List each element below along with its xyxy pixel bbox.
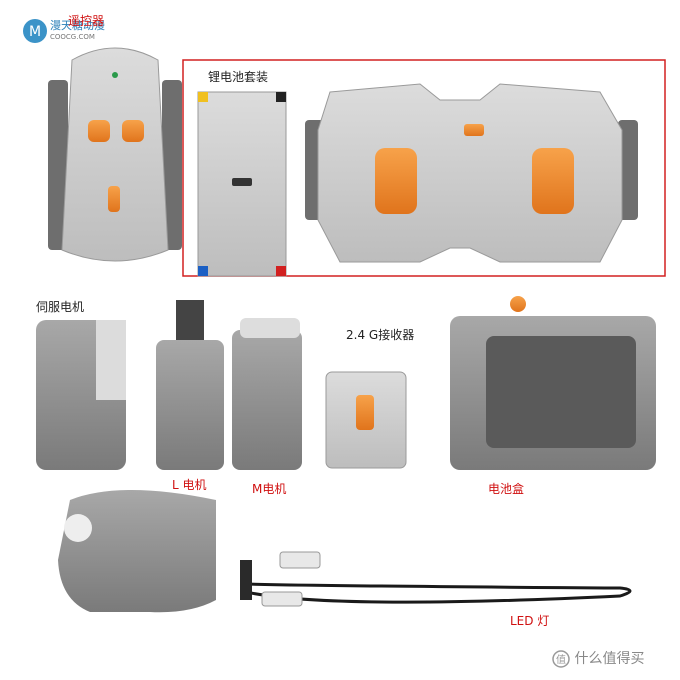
receiver (325, 371, 407, 469)
label-lithium-kit: 锂电池套装 (208, 70, 269, 84)
label-servo: 伺服电机 (36, 300, 85, 314)
label-m-motor: M电机 (252, 482, 287, 496)
label-l-motor: L 电机 (172, 478, 207, 492)
sensor-plate (58, 490, 216, 613)
watermark: 值 什么值得买 (552, 648, 644, 668)
label-remote: 遥控器 (68, 14, 105, 28)
label-battery-box: 电池盒 (488, 482, 525, 496)
servo-motor (36, 320, 126, 470)
remote-control (48, 47, 182, 262)
logo-icon: M (23, 19, 47, 43)
battery-box (450, 296, 656, 470)
led-cable (240, 551, 632, 607)
m-motor (232, 318, 302, 470)
logo-name: 漫天糖动漫 (50, 19, 105, 32)
lithium-battery-pack (197, 91, 287, 277)
watermark-icon: 值 (552, 650, 570, 668)
svg-text:M: M (29, 24, 41, 40)
remote-large (305, 83, 638, 263)
label-led: LED 灯 (510, 614, 550, 628)
highlight-box (182, 59, 666, 277)
svg-text:值: 值 (556, 653, 566, 666)
logo-site: COOCG.COM (50, 33, 95, 41)
label-receiver: 2.4 G接收器 (346, 328, 415, 342)
watermark-text: 什么值得买 (574, 651, 645, 667)
l-motor (156, 300, 224, 470)
site-logo: M 漫天糖动漫 COOCG.COM (22, 18, 112, 48)
